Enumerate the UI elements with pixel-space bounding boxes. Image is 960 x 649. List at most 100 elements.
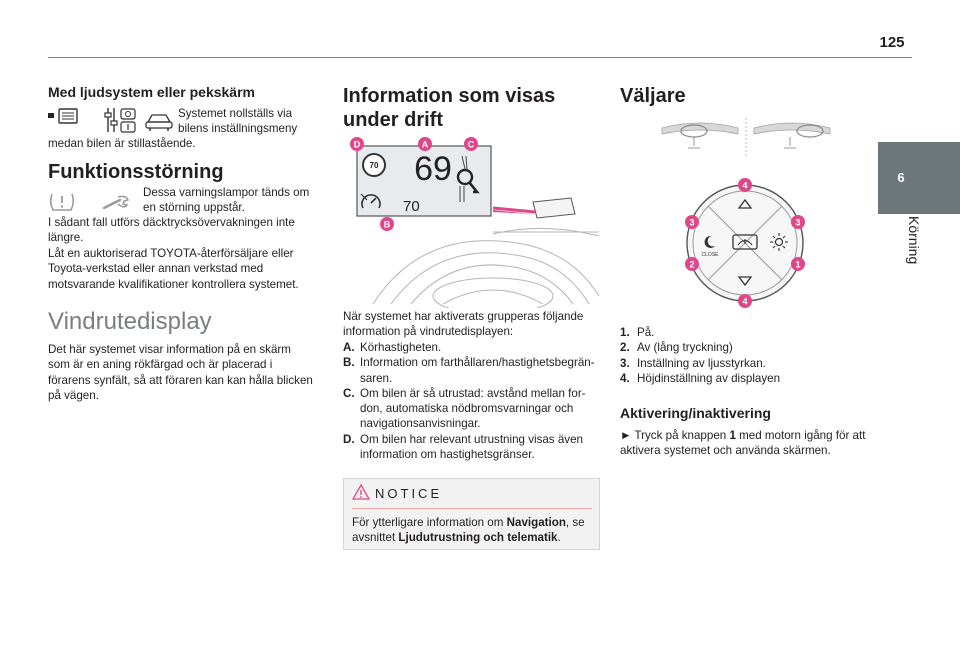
notice-text-part: . <box>557 531 561 545</box>
list-item-key: 4. <box>620 371 630 385</box>
callout-3-right-label: 3 <box>795 218 800 228</box>
list-item: C. Om bilen är så utrustad: avstånd mella… <box>343 386 601 432</box>
cruise-control-icon <box>360 193 381 209</box>
activation-text: ► Tryck på knappen 1 med motorn igång fö… <box>620 428 882 459</box>
page-number: 125 <box>879 34 905 51</box>
hud-on-off-button[interactable] <box>732 234 758 250</box>
header-rule <box>48 57 912 58</box>
callout-4-bottom: 4 <box>738 294 752 308</box>
list-item-text: På. <box>637 326 655 339</box>
list-item: 2. Av (lång tryckning) <box>620 340 860 355</box>
wrench-icon <box>102 195 130 210</box>
callout-c-label: C <box>468 140 475 150</box>
callout-d-label: D <box>354 140 361 150</box>
callout-d: D <box>350 137 364 151</box>
audio-system-heading: Med ljudsystem eller pekskärm <box>48 84 255 100</box>
info-intro: När systemet har aktiverats grupperas fö… <box>343 310 584 339</box>
arrow-icon: ► <box>620 429 632 442</box>
notice-title: NOTICE <box>375 486 443 501</box>
list-item-text: Inställning av ljusstyrkan. <box>637 356 766 370</box>
vehicle-speed-value: 69 <box>414 150 452 188</box>
list-item-key: A. <box>343 341 355 354</box>
list-item-text: Höjdinställning av displayen <box>637 371 781 385</box>
malfunction-heading: Funktionsstörning <box>48 161 224 183</box>
screen-menu-icon <box>48 108 78 124</box>
notice-divider <box>352 508 592 509</box>
list-item-text: Om bilen har relevant utrustning visas ä… <box>360 432 583 462</box>
callout-a: A <box>418 137 432 151</box>
callout-3-left-label: 3 <box>689 218 694 228</box>
list-item-key: 1. <box>620 326 630 339</box>
activation-button-ref: 1 <box>729 429 736 442</box>
malfunction-paragraph-2: Låt en auktoriserad TOYOTA-återförsäljar… <box>48 247 299 291</box>
list-item: D. Om bilen har relevant utrustning visas… <box>343 432 601 463</box>
tire-pressure-warning-icon <box>49 193 75 211</box>
callout-b: B <box>380 217 394 231</box>
chapter-title: Körning <box>906 216 922 265</box>
activation-heading: Aktivering/inaktivering <box>620 405 771 421</box>
malfunction-text-line1: Dessa varningslampor tänds om <box>143 186 310 199</box>
callout-2-label: 2 <box>689 260 694 270</box>
list-item-key: D. <box>343 432 355 446</box>
steering-wheel-right-icon <box>753 122 831 149</box>
notice-text: För ytterligare information om Navigatio… <box>352 515 594 546</box>
warning-lamp-icons <box>49 193 130 211</box>
selector-list: 1. På. 2. Av (lång tryckning) 3. Inställnin… <box>620 325 860 386</box>
notice-audio-ref: Ljudutrustning och telematik <box>398 531 558 545</box>
audio-text-line1: Systemet nollställs via <box>178 107 293 120</box>
notice-navigation-ref: Navigation <box>506 516 566 529</box>
activation-text-part: med motorn igång för att aktivera system… <box>620 429 866 458</box>
brightness-up-button[interactable] <box>770 233 788 251</box>
chapter-tab[interactable] <box>878 142 960 214</box>
list-item-text: Information om farthållaren/hastighetsbe… <box>360 356 595 385</box>
info-heading-line2: under drift <box>343 109 443 131</box>
callout-4-top-label: 4 <box>742 181 747 191</box>
list-item-text: Om bilen är så utrustad: avstånd mellan … <box>360 386 586 431</box>
close-label: CLOSE <box>702 252 720 258</box>
hud-heading: Vindrutedisplay <box>48 308 212 335</box>
callout-1-label: 1 <box>795 260 800 270</box>
malfunction-paragraph-1: I sådant fall utförs däcktrycksövervakni… <box>48 216 295 245</box>
speed-limit-value: 70 <box>370 161 379 170</box>
brightness-down-button[interactable]: CLOSE <box>702 235 720 258</box>
navigation-icon <box>456 155 480 202</box>
list-item-key: C. <box>343 386 355 400</box>
hud-description: Det här systemet visar information på en… <box>48 343 313 402</box>
list-item: B. Information om farthållaren/hastighets… <box>343 355 601 386</box>
hud-projector-unit <box>492 197 576 219</box>
malfunction-text-line2: en störning uppstår. <box>143 201 245 214</box>
list-item-key: 3. <box>620 356 630 370</box>
list-item-text: Av (lång tryckning) <box>637 341 733 355</box>
callout-c: C <box>464 137 478 151</box>
callout-4-bottom-label: 4 <box>742 297 747 307</box>
list-item-key: 2. <box>620 341 630 355</box>
height-down-button[interactable] <box>737 276 753 287</box>
list-item-key: B. <box>343 356 355 370</box>
hud-control-panel: CLOSE 4 3 3 2 1 4 <box>685 178 805 308</box>
height-up-button[interactable] <box>737 198 753 209</box>
list-item: 4. Höjdinställning av displayen <box>620 371 860 386</box>
callout-2: 2 <box>685 257 699 271</box>
selector-heading: Väljare <box>620 85 686 107</box>
callout-4-top: 4 <box>738 178 752 192</box>
callout-3-right: 3 <box>791 215 805 229</box>
list-item: A. Körhastigheten. <box>343 340 601 355</box>
callout-3-left: 3 <box>685 215 699 229</box>
list-item-text: Körhastigheten. <box>360 341 442 354</box>
audio-text-line3: medan bilen är stillastående. <box>48 137 196 150</box>
info-heading-line1: Information som visas <box>343 85 556 107</box>
hud-figure: 70 69 70 D A C B <box>350 137 600 308</box>
steering-wheel-positions <box>661 118 831 156</box>
steering-wheel-left-icon <box>661 122 739 149</box>
audio-text-line2: bilens inställningsmeny <box>178 122 298 135</box>
warning-triangle-icon <box>352 484 370 500</box>
list-item: 3. Inställning av ljusstyrkan. <box>620 356 860 371</box>
callout-a-label: A <box>422 140 429 150</box>
chapter-number: 6 <box>897 170 905 185</box>
callout-1: 1 <box>791 257 805 271</box>
dashboard-illustration <box>372 227 600 308</box>
callout-b-label: B <box>384 220 391 230</box>
settings-icons <box>48 108 173 133</box>
notice-text-part: , se avsnittet <box>352 516 585 545</box>
car-icon <box>145 114 173 131</box>
